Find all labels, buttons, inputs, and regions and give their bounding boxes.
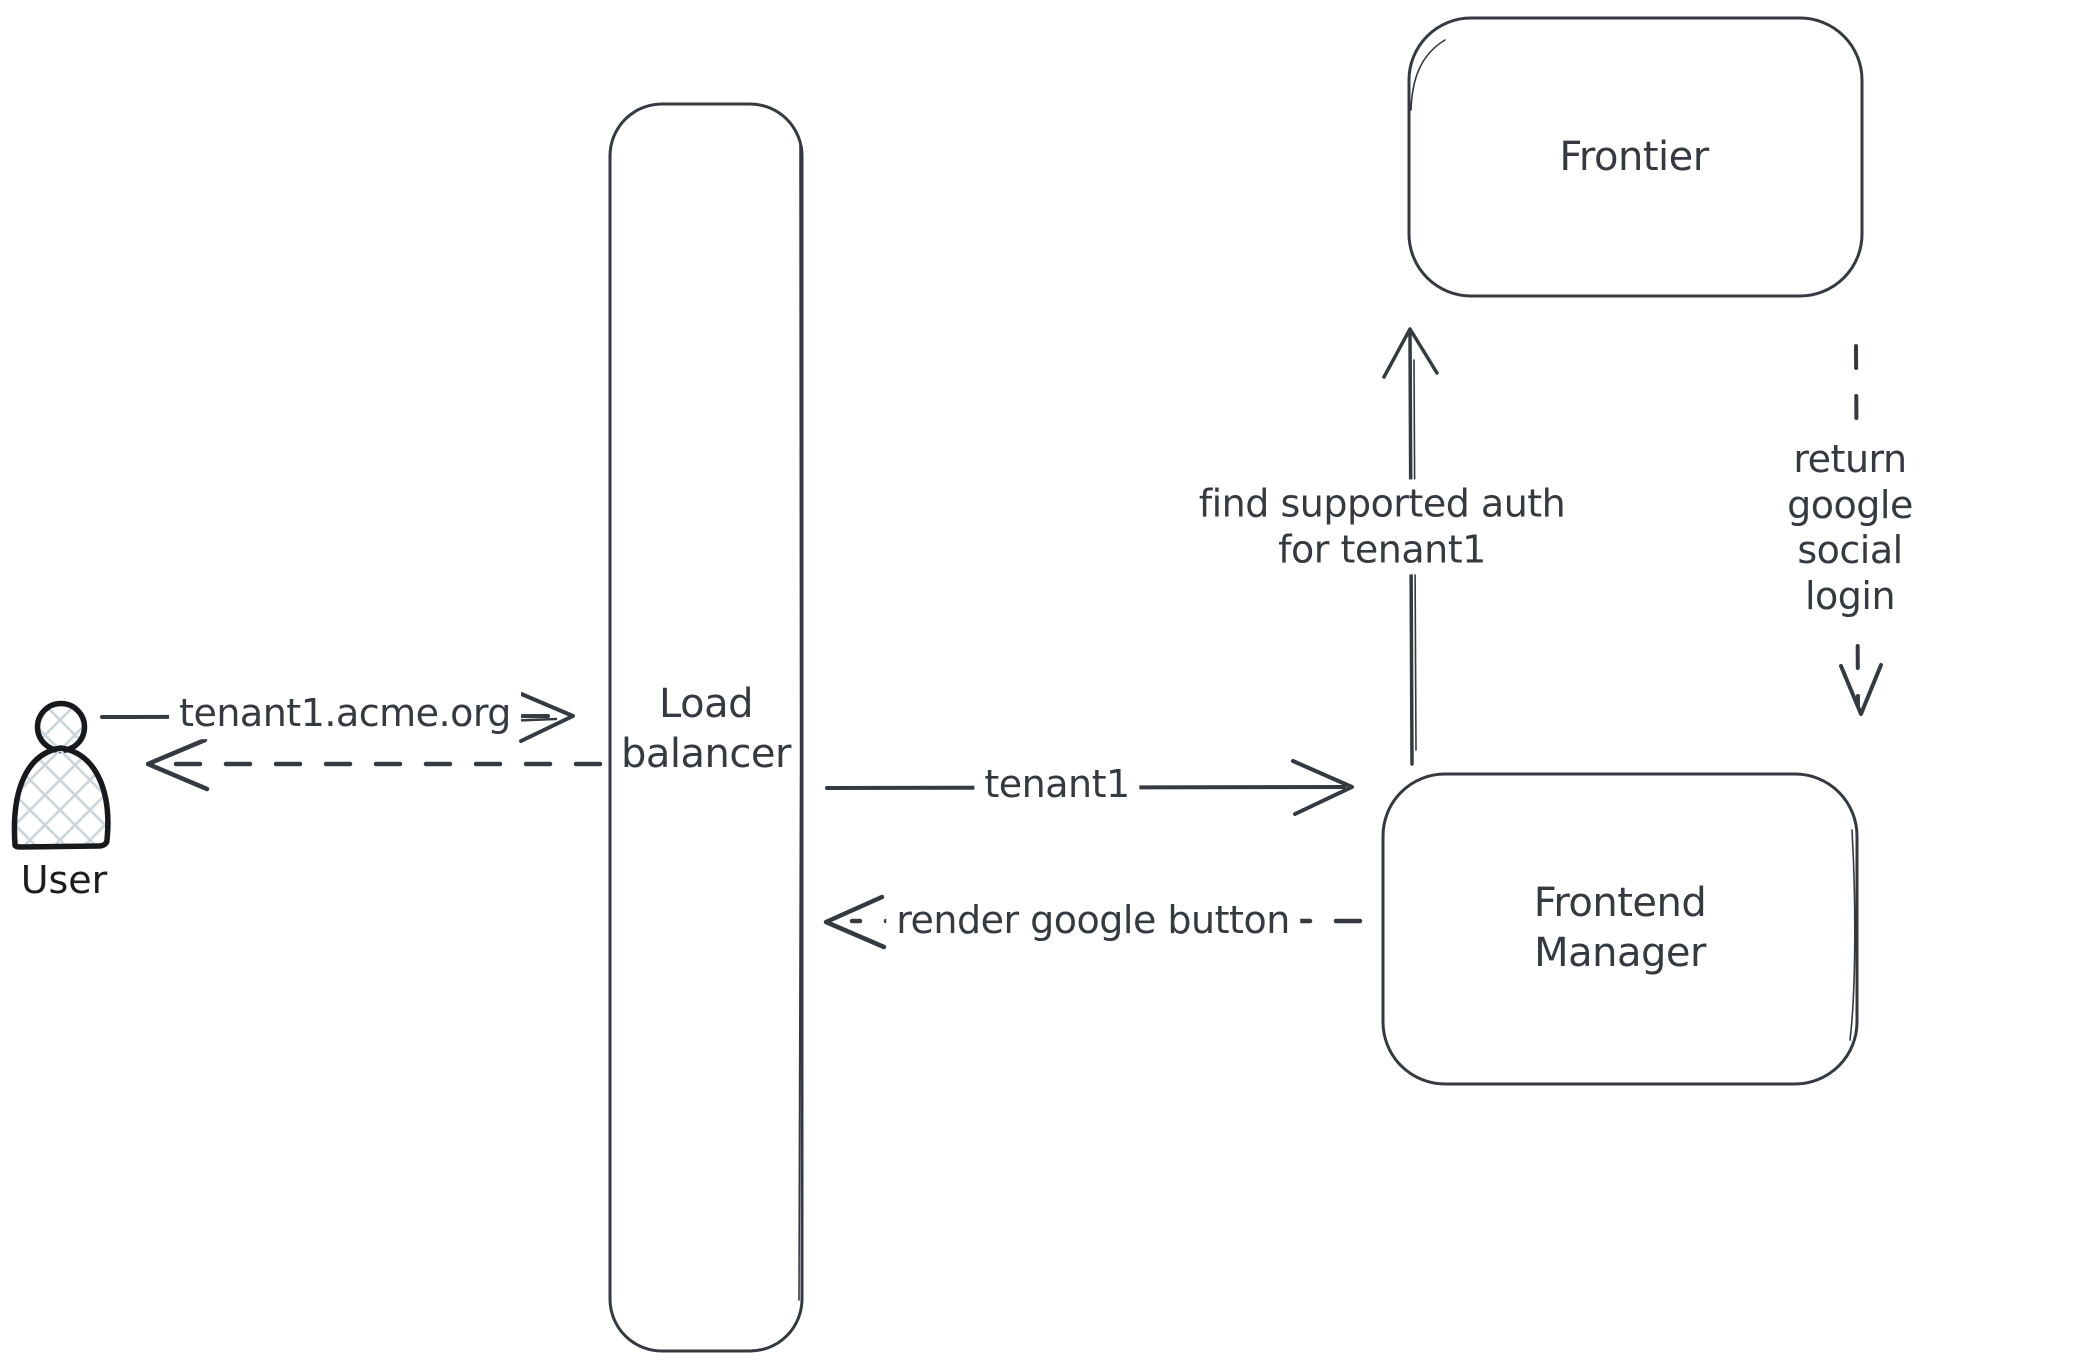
user-icon-head <box>34 700 88 754</box>
edge-label-return-google-social-login: return google social login <box>1733 434 1967 622</box>
edge-label-tenant1: tenant1 <box>974 760 1140 810</box>
load-balancer-box-sketch-line <box>798 139 802 1301</box>
edge-label-find-supported-auth: find supported auth for tenant1 <box>1188 479 1576 575</box>
arrow-head <box>1382 327 1439 379</box>
frontier-box-sketch-line <box>1410 39 1446 111</box>
arrow-head <box>1839 663 1883 716</box>
node-label-frontier: Frontier <box>1559 134 1709 180</box>
node-label-load-balancer: Load balancer <box>621 681 791 777</box>
edge-frontier-to-frontend-manager <box>1839 344 1883 716</box>
node-label-frontend-manager: Frontend Manager <box>1533 880 1707 976</box>
arrow-head <box>1291 759 1354 816</box>
load-balancer-box <box>608 102 804 1353</box>
user-icon-body <box>11 745 111 850</box>
node-label-user: User <box>20 858 108 903</box>
frontier-box <box>1407 16 1864 298</box>
frontend-manager-box <box>1381 772 1859 1086</box>
arrow-head <box>517 691 575 743</box>
edge-load-balancer-to-user <box>145 737 603 792</box>
edge-label-tenant1-acme-org: tenant1.acme.org <box>169 689 521 739</box>
user-icon <box>11 700 111 850</box>
arrow-head <box>823 894 887 950</box>
frontend-manager-box-sketch-line <box>1849 829 1856 1041</box>
edge-label-render-google-button: render google button <box>886 896 1300 946</box>
arrow-shaft <box>1854 344 1860 708</box>
arrow-head <box>145 737 210 792</box>
